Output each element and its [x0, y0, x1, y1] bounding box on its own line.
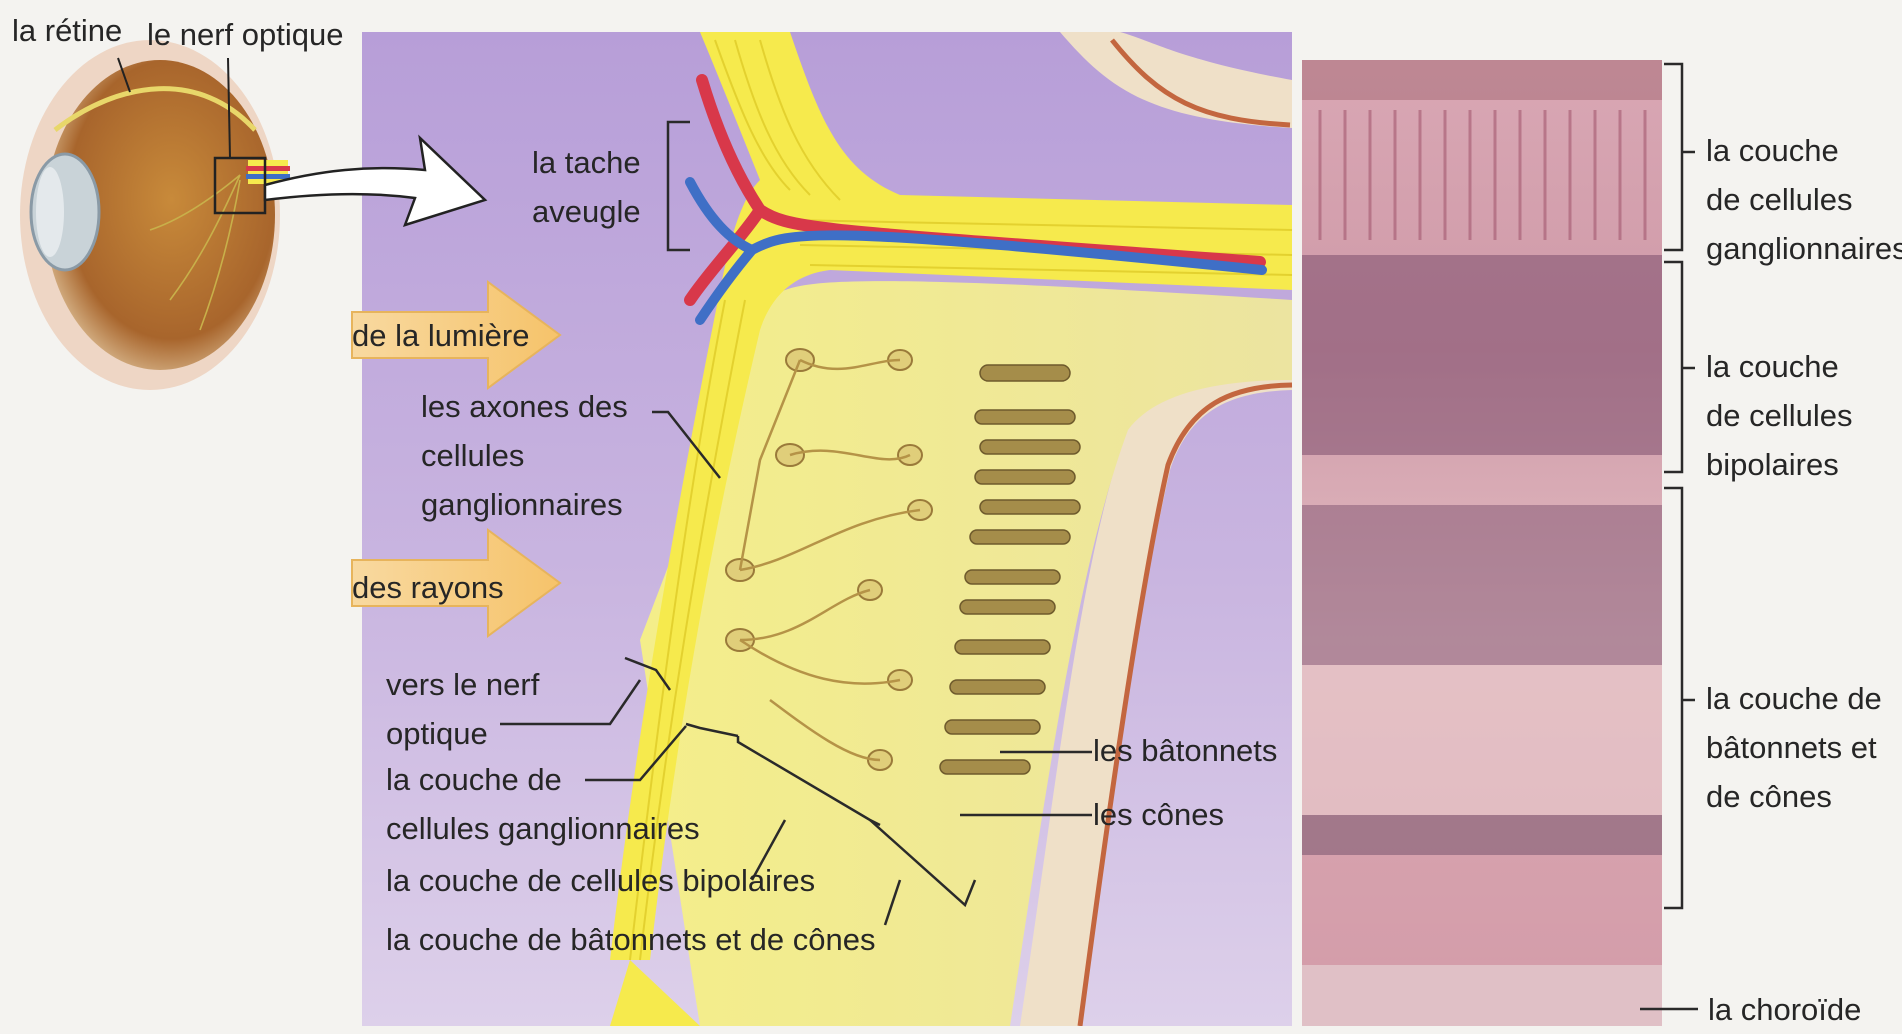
bracket-bipolar [1664, 262, 1682, 472]
micro-nuclear-layer-outer [1302, 255, 1662, 455]
micro-label-ganglion-layer: la couche de cellules ganglionnaires [1706, 126, 1902, 273]
micro-label-ganglion-line-3: ganglionnaires [1706, 224, 1902, 273]
label-ganglion-layer-line-1: la couche de [386, 755, 700, 804]
micro-label-bipolar-line-2: de cellules [1706, 391, 1852, 440]
micro-label-photoreceptor-line-3: de cônes [1706, 772, 1882, 821]
label-to-optic-nerve-line-1: vers le nerf [386, 660, 539, 709]
micro-label-ganglion-line-2: de cellules [1706, 175, 1902, 224]
label-retina: la rétine [12, 6, 122, 55]
label-cones: les cônes [1093, 790, 1224, 839]
label-light-bottom: des rayons [352, 563, 504, 612]
micro-label-choroid: la choroïde [1708, 985, 1861, 1034]
label-ganglion-layer: la couche de cellules ganglionnaires [386, 755, 700, 853]
eye-illustration [20, 40, 290, 390]
micro-label-photoreceptor-line-1: la couche de [1706, 674, 1882, 723]
label-axons: les axones des cellules ganglionnaires [421, 382, 628, 529]
label-axons-line-3: ganglionnaires [421, 480, 628, 529]
micro-label-photoreceptor-line-2: bâtonnets et [1706, 723, 1882, 772]
label-axons-line-2: cellules [421, 431, 628, 480]
micro-label-photoreceptor-layer: la couche de bâtonnets et de cônes [1706, 674, 1882, 821]
label-photoreceptor-layer: la couche de bâtonnets et de cônes [386, 915, 875, 964]
micro-label-ganglion-line-1: la couche [1706, 126, 1902, 175]
label-axons-line-1: les axones des [421, 382, 628, 431]
label-light-top: de la lumière [352, 311, 529, 360]
label-optic-nerve: le nerf optique [147, 10, 343, 59]
micro-label-bipolar-line-3: bipolaires [1706, 440, 1852, 489]
micro-label-bipolar-line-1: la couche [1706, 342, 1852, 391]
micro-label-bipolar-layer: la couche de cellules bipolaires [1706, 342, 1852, 489]
label-rods: les bâtonnets [1093, 726, 1277, 775]
bracket-ganglion [1664, 64, 1682, 250]
bracket-photoreceptor [1664, 488, 1682, 908]
label-blind-spot-line-2: aveugle [532, 187, 641, 236]
micro-nuclear-layer-inner [1302, 505, 1662, 665]
label-to-optic-nerve: vers le nerf optique [386, 660, 539, 758]
label-bipolar-layer: la couche de cellules bipolaires [386, 856, 815, 905]
label-to-optic-nerve-line-2: optique [386, 709, 539, 758]
label-blind-spot: la tache aveugle [532, 138, 641, 236]
micrograph [1302, 60, 1662, 1026]
label-ganglion-layer-line-2: cellules ganglionnaires [386, 804, 700, 853]
label-blind-spot-line-1: la tache [532, 138, 641, 187]
